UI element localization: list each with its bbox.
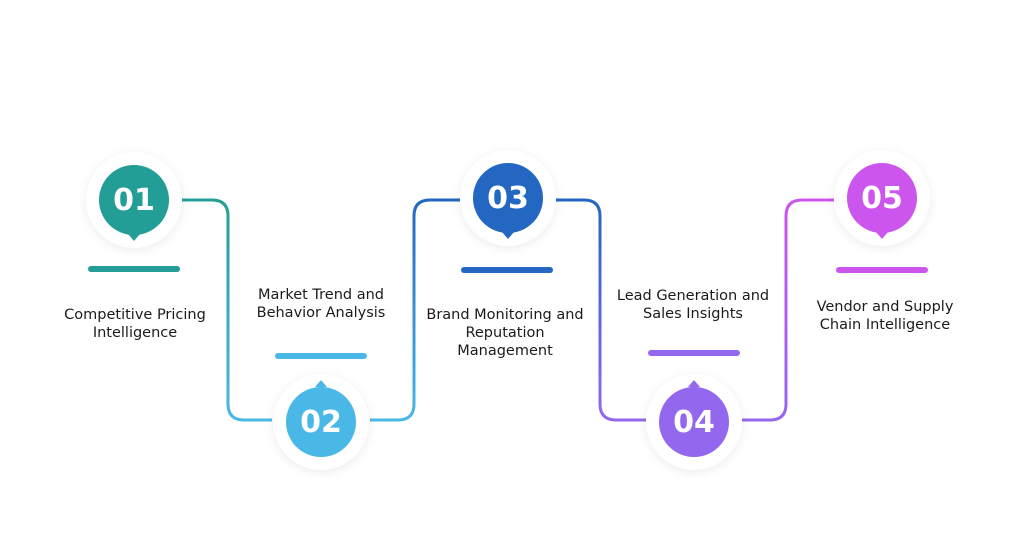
step-1-node: 01 (86, 152, 182, 248)
pin-icon (688, 380, 700, 387)
step-5-number: 05 (861, 180, 903, 216)
step-2-label: Market Trend and Behavior Analysis (256, 287, 386, 321)
step-2-badge: 02 (286, 387, 356, 457)
pin-icon (128, 234, 140, 241)
step-4-number: 04 (673, 404, 715, 440)
step-2-bar (275, 353, 367, 359)
step-4-node: 04 (646, 374, 742, 470)
pin-icon (315, 380, 327, 387)
step-4-badge: 04 (659, 387, 729, 457)
step-1-label: Competitive Pricing Intelligence (64, 307, 206, 341)
step-3-number: 03 (487, 180, 529, 216)
pin-icon (502, 232, 514, 239)
step-1-number: 01 (113, 182, 155, 218)
step-1-badge: 01 (99, 165, 169, 235)
step-5-node: 05 (834, 150, 930, 246)
step-3-label: Brand Monitoring and Reputation Manageme… (426, 307, 584, 359)
step-3-node: 03 (460, 150, 556, 246)
step-5-label: Vendor and Supply Chain Intelligence (816, 299, 954, 333)
step-2-node: 02 (273, 374, 369, 470)
step-4-label: Lead Generation and Sales Insights (616, 288, 770, 322)
step-5-badge: 05 (847, 163, 917, 233)
step-5-bar (836, 267, 928, 273)
pin-icon (876, 232, 888, 239)
step-3-bar (461, 267, 553, 273)
step-4-bar (648, 350, 740, 356)
step-1-bar (88, 266, 180, 272)
step-2-number: 02 (300, 404, 342, 440)
step-3-badge: 03 (473, 163, 543, 233)
